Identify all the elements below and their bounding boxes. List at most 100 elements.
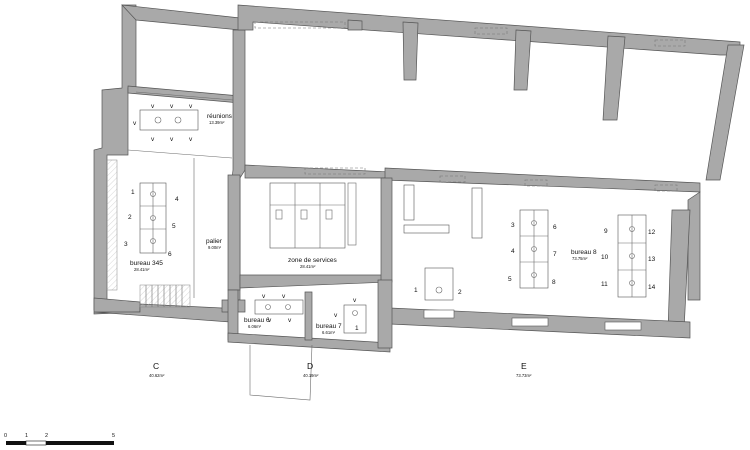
b6-chair-v-2: v [282,293,286,300]
desk-b8-11: 11 [601,281,608,288]
wall-c-bottom [93,297,141,315]
desk-b8-9: 9 [604,228,608,235]
chair-v-7: v [189,136,193,143]
b6-chair-v-1: v [262,293,266,300]
desk-plug-1 [150,191,156,197]
scale-label-1: 1 [25,433,28,439]
desk-number-4: 4 [175,196,179,203]
door-e-1 [511,317,549,327]
desk-b8-8: 8 [552,279,556,286]
desk-number-1: 1 [131,189,135,196]
scale-bar: 0 1 2 5 [4,433,115,446]
b6-chair-v-3: v [268,317,272,324]
room-name-bureau-6: bureau 6 [244,317,270,324]
desk-b8-3: 3 [511,222,515,229]
wall-north [237,4,741,56]
chair-v-3: v [170,103,174,110]
bureau-6-7-furniture: v v v v bureau 6 6.06m² v v 1 bureau 7 6… [244,293,367,335]
wall-d-south [227,332,391,353]
cabinet-1 [403,184,415,221]
scale-seg-2 [25,440,47,446]
desk-number-6: 6 [168,251,172,258]
room-area-bureau-7: 6.61m² [322,330,336,335]
desk-number-5: 5 [172,223,176,230]
counter-1 [403,224,450,234]
wall-d-west [227,289,239,341]
zone-letter-c: C [153,361,159,371]
reunion-table [139,109,199,131]
window-mid-3 [524,179,548,187]
walls [93,4,745,353]
b8b-plug-2 [629,253,635,259]
chair-v-1: v [133,120,137,127]
wall-c-mid [127,85,241,104]
wall-north-east [705,44,745,181]
room-name-bureau-7: bureau 7 [316,323,342,330]
b6-plug-2 [285,304,291,310]
wall-services-e [380,177,393,283]
desk-b8-4: 4 [511,248,515,255]
room-area-reunions: 13.39m² [209,120,225,125]
room-name-services: zone de services [288,257,338,264]
room-name-reunions: réunions [207,113,233,120]
zone-area-e: 73.73m² [516,373,532,378]
chair-v-2: v [151,103,155,110]
wall-d-mid [304,291,313,341]
room-area-bureau-345: 28.41m² [134,267,150,272]
room-name-bureau-8: bureau 8 [571,249,597,256]
desk-e-1: 1 [414,287,418,294]
room-name-palier: palier [206,238,223,245]
desk-plug-2 [150,215,156,221]
room-name-bureau-345: bureau 345 [130,260,163,267]
window-north-1 [254,21,346,29]
window-mid-2 [439,175,466,183]
window-north-3 [654,39,686,47]
pier-4 [347,19,363,31]
openings [106,21,686,401]
window-mid-4 [654,184,678,192]
room-area-bureau-6: 6.06m² [248,324,262,329]
room-area-palier: 9.00m² [208,245,222,250]
room-area-bureau-8: 73.75m² [572,256,588,261]
room-area-services: 28.41m² [300,264,316,269]
desk-b8-13: 13 [648,256,656,263]
pier-1 [402,21,419,81]
b8b-plug-3 [629,280,635,286]
bureau-8-furniture: 1 2 3 4 5 6 7 8 bureau 8 73.75m² 9 10 11… [403,184,656,331]
reunion-furniture: v v v v v v v réunions 13.39m² [133,103,233,143]
desk-b8-12: 12 [648,229,656,236]
b8a-plug-2 [531,246,537,252]
desk-number-3: 3 [124,241,128,248]
wall-b8-east2 [667,209,691,331]
b7-chair-v-1: v [353,297,357,304]
zone-letter-e: E [521,361,527,371]
desk-b8-6: 6 [553,224,557,231]
entrance-d [249,344,313,401]
desk-b8-14: 14 [648,284,656,291]
b7-chair-v-2: v [334,312,338,319]
wall-middle [244,164,391,179]
scale-label-0: 0 [4,433,7,439]
scale-seg-3 [46,441,114,445]
door-e-2 [604,321,642,331]
desk-b6 [254,299,304,315]
bureau-345-furniture: 1 2 3 4 5 6 bureau 345 28.41m² palier 9.… [124,182,223,272]
toilet-1 [275,209,283,220]
desk-b7 [343,304,367,334]
reunion-cluster-1 [154,116,162,124]
sink-counter [347,182,357,246]
b6-chair-v-4: v [288,317,292,324]
e1-plug [435,286,443,294]
b8b-plug-1 [629,226,635,232]
wall-c-top [121,4,241,31]
b8a-plug-1 [531,220,537,226]
desk-b8-10: 10 [601,254,609,261]
scale-seg-1 [6,441,26,445]
scale-label-5: 5 [112,433,115,439]
toilet-3 [325,209,333,220]
window-mid-1 [304,167,366,175]
toilet-2 [300,209,308,220]
services-furniture: zone de services 28.41m² [269,182,357,269]
reunion-cluster-2 [174,116,182,124]
window-north-2 [474,27,508,35]
